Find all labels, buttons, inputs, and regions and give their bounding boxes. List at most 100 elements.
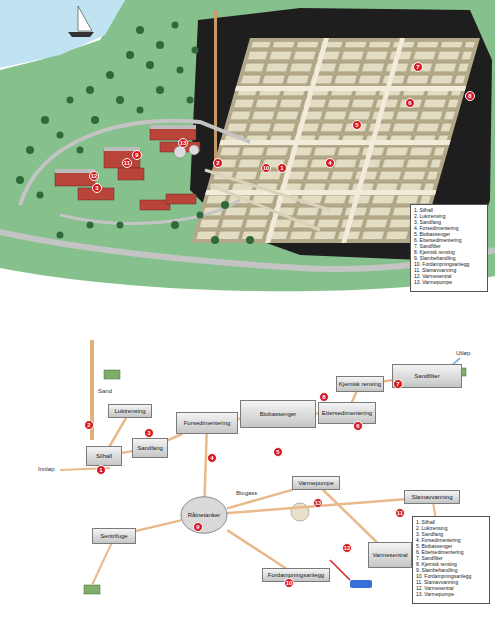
callout-number: 5 bbox=[352, 120, 362, 130]
legend-entry: 5. Biobassenger bbox=[414, 231, 450, 237]
legend-entry: 8. Kjemisk rensing bbox=[416, 561, 457, 567]
unit-label: Kjemisk rensing bbox=[339, 381, 381, 388]
legend-entry: 1. Silhall bbox=[414, 207, 433, 213]
unit-label: Slamavvanning bbox=[411, 494, 452, 501]
bus bbox=[350, 580, 372, 588]
process-unit: Kjemisk rensing bbox=[336, 376, 384, 392]
legend-entry: 11. Slamavvanning bbox=[414, 267, 456, 273]
legend-entry: 3. Sandfang bbox=[416, 531, 443, 537]
landscape bbox=[0, 0, 495, 300]
unit-label: Råtnetanker bbox=[188, 512, 221, 519]
process-unit: Fordampningsanlegg bbox=[262, 568, 330, 582]
legend-entry: 7. Sandfilter bbox=[416, 555, 443, 561]
legend-entry: 4. Forsedimentering bbox=[414, 225, 458, 231]
callout-number: 10 bbox=[261, 163, 271, 173]
legend-entry: 10. Fordampningsanlegg bbox=[416, 573, 471, 579]
pipe bbox=[60, 468, 438, 585]
unit-label: Ettersedimentering bbox=[322, 410, 372, 417]
callout-number: 7 bbox=[413, 62, 423, 72]
callout-number: 2 bbox=[213, 158, 223, 168]
pipe-connector bbox=[110, 418, 126, 446]
unit-label: Varmepumpe bbox=[298, 480, 334, 487]
callout-number: 9 bbox=[193, 522, 203, 532]
process-unit: Ettersedimentering bbox=[318, 402, 376, 424]
unit-label: Silhall bbox=[96, 453, 112, 460]
flow-label: Biogass bbox=[236, 490, 257, 496]
pipe-connector bbox=[228, 490, 292, 508]
sailboat-hull bbox=[68, 32, 94, 37]
callout-number: 11 bbox=[122, 158, 132, 168]
process-unit: Forsedimentering bbox=[176, 412, 238, 434]
callout-number: 8 bbox=[465, 91, 475, 101]
callout-number: 4 bbox=[325, 158, 335, 168]
flow-label: Sand bbox=[98, 388, 112, 394]
unit-label: Sentrifuge bbox=[100, 533, 127, 540]
legend-entry: 10. Fordampningsanlegg bbox=[414, 261, 469, 267]
truck bbox=[84, 585, 100, 594]
gas-line bbox=[330, 560, 350, 580]
buildings bbox=[55, 128, 200, 210]
callout-number: 8 bbox=[319, 392, 329, 402]
unit-label: Luktrensing bbox=[114, 408, 145, 415]
callout-number: 1 bbox=[277, 163, 287, 173]
legend-entry: 2. Luktrensing bbox=[416, 525, 447, 531]
process-unit: Varmepumpe bbox=[292, 476, 340, 490]
legend-box: 1. Silhall2. Luktrensing3. Sandfang4. Fo… bbox=[412, 516, 490, 604]
legend-entry: 8. Kjemisk rensing bbox=[414, 249, 455, 255]
callout-number: 11 bbox=[395, 508, 405, 518]
fjord-water bbox=[0, 0, 125, 68]
flow-label: Utløp bbox=[456, 350, 470, 356]
callout-number: 4 bbox=[207, 453, 217, 463]
access-tunnel bbox=[205, 170, 330, 230]
unit-label: Sandfang bbox=[137, 445, 163, 452]
callout-number: 6 bbox=[353, 421, 363, 431]
sailboat bbox=[78, 6, 92, 31]
process-unit: Luktrensing bbox=[108, 404, 152, 418]
legend-entry: 12. Varmesentral bbox=[416, 585, 454, 591]
legend-entry: 2. Luktrensing bbox=[414, 213, 445, 219]
legend-entry: 5. Biobassenger bbox=[416, 543, 452, 549]
legend-entry: 9. Slambehandling bbox=[414, 255, 455, 261]
road bbox=[20, 121, 250, 205]
callout-number: 5 bbox=[273, 447, 283, 457]
unit-label: Forsedimentering bbox=[184, 420, 231, 427]
frame bbox=[0, 268, 495, 300]
legend-entry: 6. Ettersedimentering bbox=[416, 549, 464, 555]
process-unit: Varmesentral bbox=[368, 542, 412, 568]
callout-number: 9 bbox=[132, 150, 142, 160]
callout-number: 3 bbox=[144, 428, 154, 438]
pipe-connector bbox=[136, 521, 180, 531]
callout-number: 2 bbox=[84, 420, 94, 430]
callout-number: 3 bbox=[92, 183, 102, 193]
unit-label: Biobassenger bbox=[260, 411, 297, 418]
pipe-connector bbox=[323, 490, 376, 542]
process-unit: Sandfang bbox=[132, 438, 168, 458]
legend-box: 1. Silhall2. Luktrensing3. Sandfang4. Fo… bbox=[410, 204, 488, 292]
pipe-connector bbox=[352, 392, 356, 402]
legend-entry: 3. Sandfang bbox=[414, 219, 441, 225]
callout-number: 1 bbox=[96, 465, 106, 475]
pipe-connector bbox=[228, 531, 285, 568]
ventilation-shaft bbox=[214, 10, 217, 170]
process-unit: Slamavvanning bbox=[404, 490, 460, 504]
callout-number: 12 bbox=[89, 171, 99, 181]
roofs bbox=[55, 125, 196, 173]
pipe-connector bbox=[122, 451, 132, 453]
pipe-connector bbox=[384, 379, 392, 382]
legend-entry: 7. Sandfilter bbox=[414, 243, 441, 249]
legend-entry: 1. Silhall bbox=[416, 519, 435, 525]
road bbox=[0, 232, 495, 269]
unit-label: Fordampningsanlegg bbox=[268, 572, 324, 579]
process-unit: Silhall bbox=[86, 446, 122, 466]
legend-entry: 6. Ettersedimentering bbox=[414, 237, 462, 243]
flow-label: Innløp bbox=[38, 466, 55, 472]
callout-number: 6 bbox=[405, 98, 415, 108]
truck bbox=[104, 370, 120, 379]
legend-entry: 4. Forsedimentering bbox=[416, 537, 460, 543]
process-unit: Biobassenger bbox=[240, 400, 316, 428]
pipe-connector bbox=[205, 434, 207, 496]
pipe-connector bbox=[168, 434, 182, 440]
callout-number: 10 bbox=[284, 578, 294, 588]
legend-entry: 13. Varmepumpe bbox=[414, 279, 452, 285]
process-unit: Sentrifuge bbox=[92, 528, 136, 544]
